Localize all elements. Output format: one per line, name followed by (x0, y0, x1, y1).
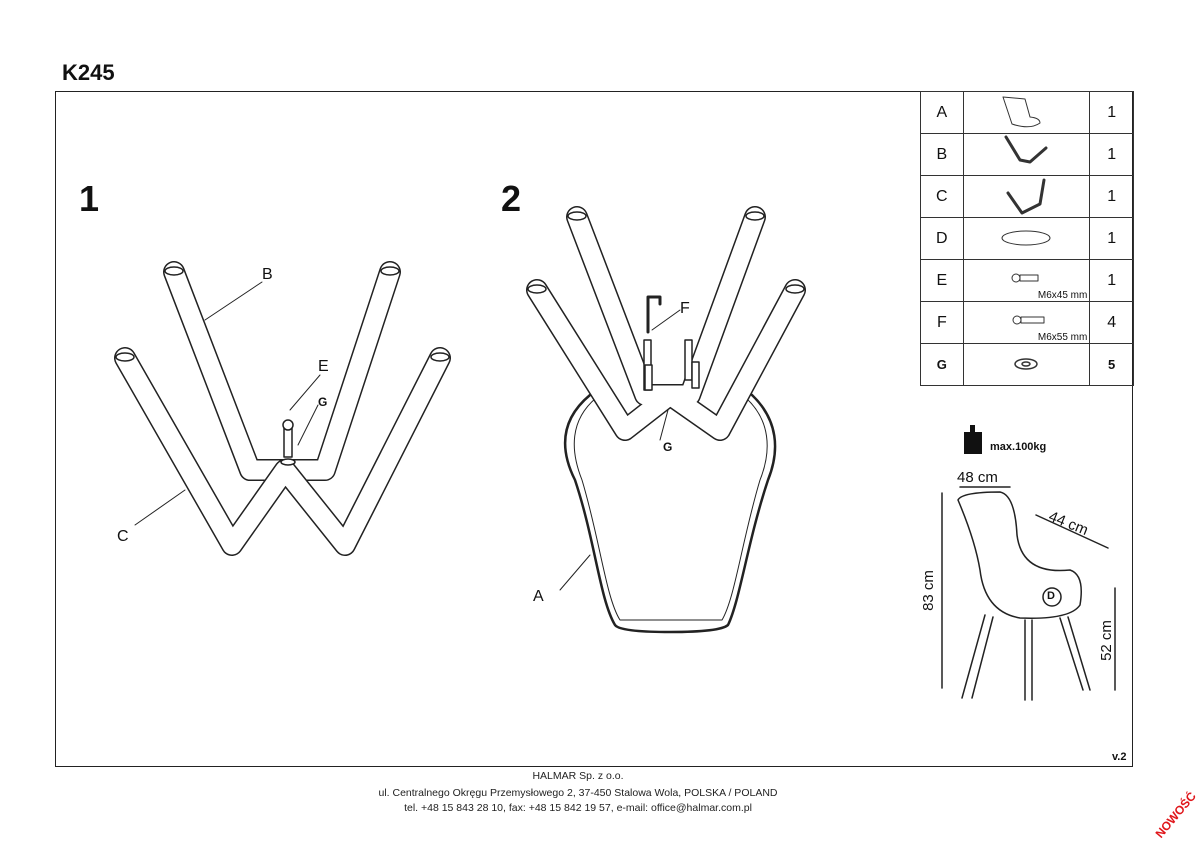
part-qty: 1 (1089, 133, 1134, 176)
part-qty: 5 (1089, 343, 1134, 386)
washer-icon (962, 343, 1091, 386)
part-qty: 4 (1089, 301, 1134, 344)
part-letter: E (920, 259, 964, 302)
leg-frame-icon (962, 133, 1091, 176)
label-b: B (262, 266, 273, 283)
part-qty: 1 (1089, 91, 1134, 134)
part-letter: C (920, 175, 964, 218)
cushion-icon (962, 217, 1091, 260)
footer-contact: tel. +48 15 843 28 10, fax: +48 15 842 1… (404, 802, 752, 814)
label-f: F (680, 300, 690, 317)
label-g2: G (663, 440, 673, 454)
cushion-d-marker (1042, 587, 1062, 607)
label-e: E (318, 358, 329, 375)
part-qty: 1 (1089, 217, 1134, 260)
part-qty: 1 (1089, 259, 1134, 302)
seat-shell-a (564, 393, 777, 634)
leg-frame-icon (962, 175, 1091, 218)
bolt-icon: M6x55 mm (962, 301, 1091, 344)
instruction-frame (55, 91, 1133, 767)
label-a: A (533, 588, 544, 605)
seat-shell-icon (962, 91, 1091, 134)
step-2-number: 2 (501, 178, 522, 219)
footer-company: HALMAR Sp. z o.o. (532, 770, 624, 782)
part-letter: D (920, 217, 964, 260)
dimension-height: 83 cm (919, 570, 937, 611)
part-letter: A (920, 91, 964, 134)
dimension-width: 48 cm (957, 469, 998, 486)
dimension-seat-height: 52 cm (1097, 620, 1115, 661)
weight-icon (964, 425, 982, 454)
cushion-d-label: D (1047, 590, 1055, 602)
version: v.2 (1112, 751, 1127, 763)
part-letter: F (920, 301, 964, 344)
part-letter: B (920, 133, 964, 176)
part-spec: M6x45 mm (1037, 290, 1088, 301)
label-g: G (318, 395, 328, 409)
part-spec: M6x55 mm (1037, 332, 1088, 343)
label-c: C (117, 528, 129, 545)
step-1-number: 1 (79, 178, 100, 219)
footer-address: ul. Centralnego Okręgu Przemysłowego 2, … (378, 787, 778, 799)
product-code: K245 (62, 60, 115, 85)
chair-dimension-drawing (941, 486, 1116, 701)
max-load: max.100kg (990, 441, 1047, 453)
part-qty: 1 (1089, 175, 1134, 218)
bolt-icon: M6x45 mm (962, 259, 1091, 302)
part-letter: G (920, 343, 964, 386)
